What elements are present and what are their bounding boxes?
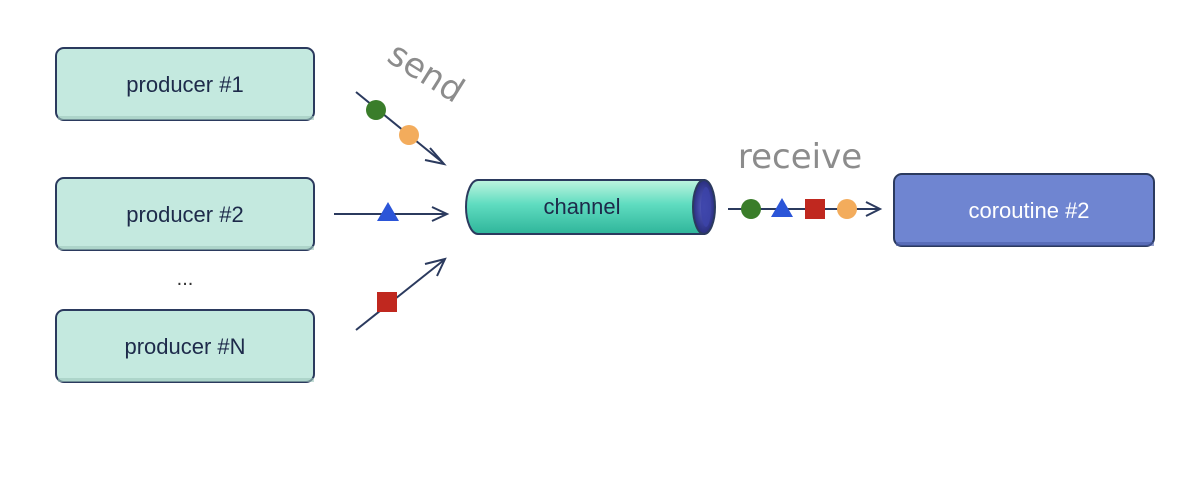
channel-pipe: channel	[465, 179, 716, 235]
producer-n-label: producer #N	[124, 334, 245, 359]
producer-2-label: producer #2	[126, 202, 243, 227]
send-arrow-1	[355, 91, 447, 166]
send-arrow-2	[334, 202, 450, 222]
producer-n-box: producer #N	[55, 309, 315, 383]
send-arrow-n	[355, 257, 447, 331]
channel-label: channel	[543, 194, 620, 219]
producer-1-label: producer #1	[126, 72, 243, 97]
blue-message-icon	[377, 202, 399, 221]
consumer-label: coroutine #2	[968, 198, 1089, 223]
producer-1-box: producer #1	[55, 47, 315, 121]
green-message-icon	[366, 100, 386, 120]
producer-ellipsis: ...	[177, 268, 194, 290]
orange-message-icon	[399, 125, 419, 145]
orange-message-icon	[837, 199, 857, 219]
red-message-icon	[805, 199, 825, 219]
receive-arrow	[728, 198, 883, 219]
red-message-icon	[377, 292, 397, 312]
blue-message-icon	[771, 198, 793, 217]
send-label: send	[381, 34, 472, 111]
producer-2-box: producer #2	[55, 177, 315, 251]
consumer-box: coroutine #2	[893, 173, 1155, 247]
green-message-icon	[741, 199, 761, 219]
receive-label: receive	[738, 137, 862, 177]
